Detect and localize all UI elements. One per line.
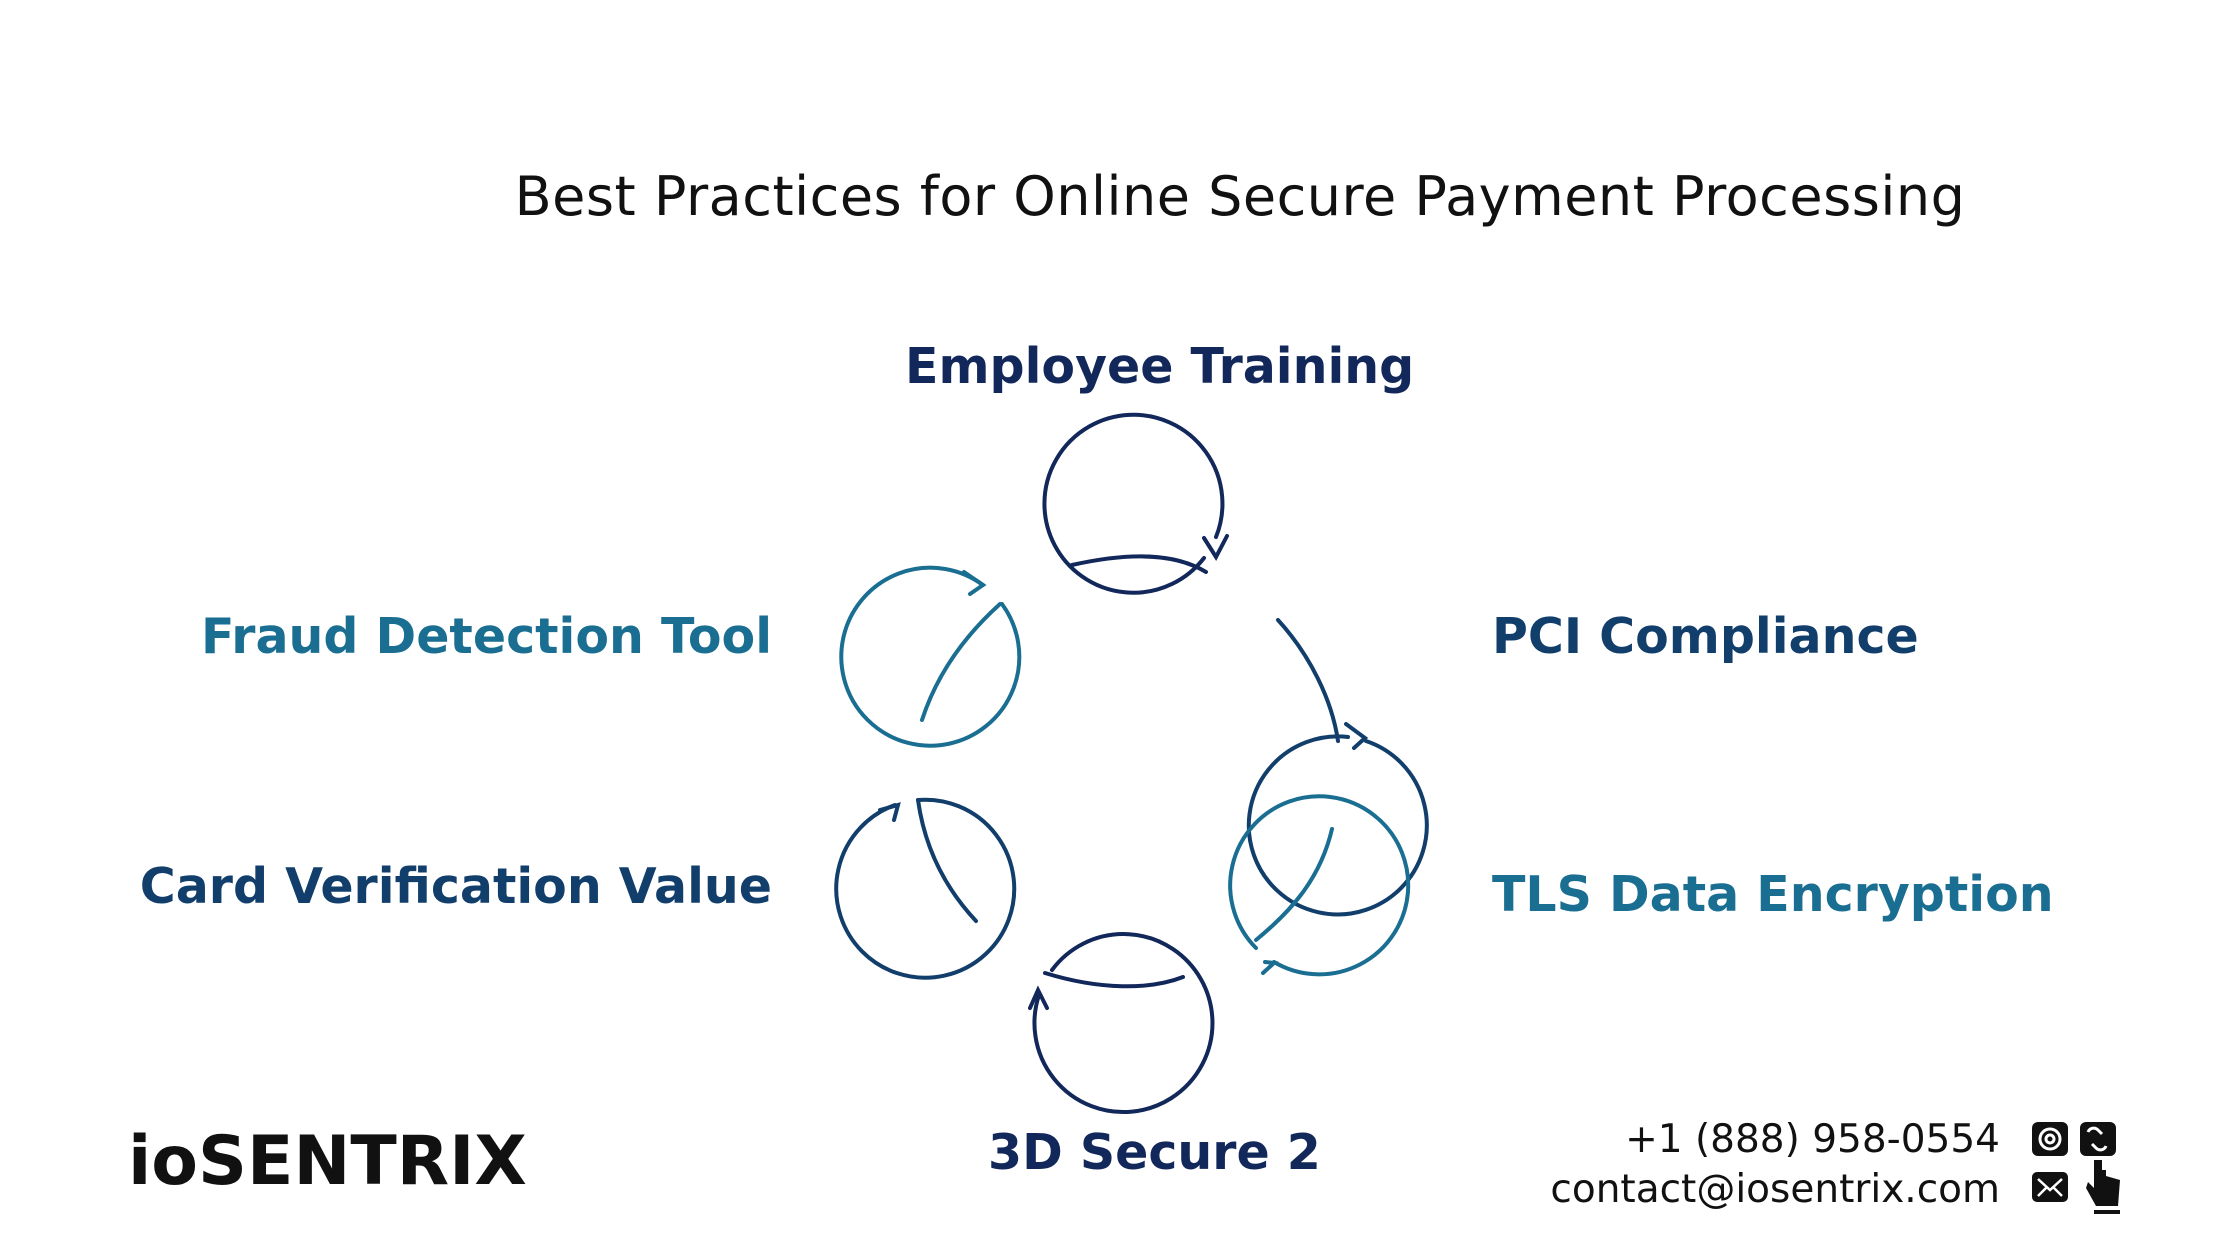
link-click-icon [2080,1122,2120,1214]
cycle-node-card-verification-value [834,797,1017,980]
cycle-node-pci-compliance [1246,618,1429,917]
envelope-icon [2032,1172,2068,1202]
cycle-node-employee-training [1042,412,1229,595]
cycle-node-3d-secure-2 [1028,932,1215,1114]
step-label-tls-data-encryption: TLS Data Encryption [1492,866,2054,923]
step-label-3d-secure-2: 3D Secure 2 [988,1124,1321,1181]
at-sign-icon [2032,1122,2068,1156]
cycle-arrow-head [1202,534,1229,562]
step-label-employee-training: Employee Training [905,338,1415,395]
cycle-inner-arc [1070,554,1208,574]
contact-icons [2032,1122,2120,1214]
cycle-node-tls-data-encryption [1228,794,1411,977]
contact-phone[interactable]: +1 (888) 958-0554 [1625,1117,2000,1162]
brand-logo: ioSENTRIX [128,1122,527,1201]
step-label-fraud-detection-tool: Fraud Detection Tool [200,608,772,665]
contact-block: +1 (888) 958-0554 contact@iosentrix.com [1550,1115,2000,1215]
cycle-node-fraud-detection-tool [839,565,1022,748]
step-label-card-verification-value: Card Verification Value [139,858,772,915]
step-label-pci-compliance: PCI Compliance [1492,608,1919,665]
contact-email[interactable]: contact@iosentrix.com [1550,1167,2000,1212]
page-title: Best Practices for Online Secure Payment… [514,165,1966,228]
cycle-arrow-ring [1042,412,1225,595]
